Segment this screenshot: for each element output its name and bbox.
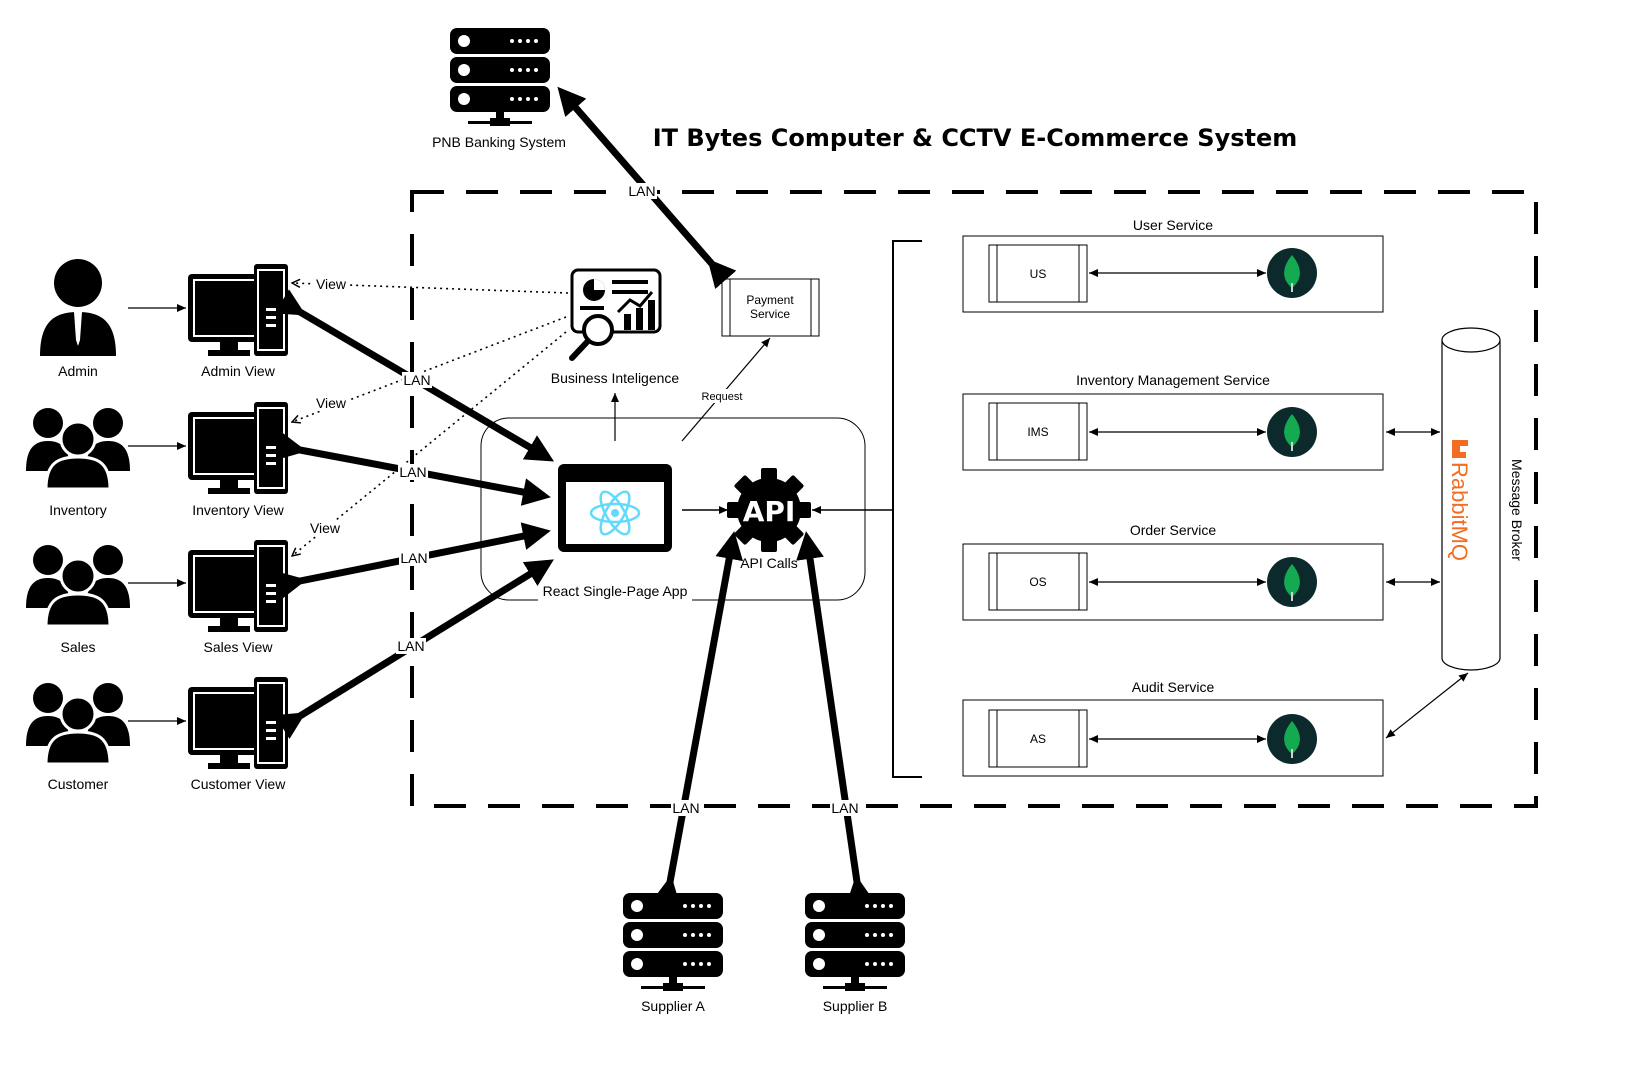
api-calls-label: API Calls — [740, 555, 798, 571]
supplier-b-label: Supplier B — [823, 998, 888, 1014]
admin-user — [40, 259, 116, 356]
api-gear-icon: API — [727, 468, 811, 552]
view-label-customer: Customer View — [191, 776, 287, 792]
bank-server-icon — [450, 28, 550, 126]
lan-label-customer: LAN — [397, 638, 424, 654]
bi-view-arrows — [292, 283, 569, 556]
service-name-audit: Audit Service — [1132, 679, 1215, 695]
user-to-view-arrows — [128, 304, 186, 725]
service-name-inventory: Inventory Management Service — [1076, 372, 1270, 388]
view-label-sales: Sales View — [203, 639, 273, 655]
service-abbr-user: US — [1030, 267, 1047, 281]
rabbitmq-label: RabbitMQ — [1447, 462, 1472, 561]
supplier-b-server-icon — [805, 893, 905, 991]
message-broker-cylinder — [1441, 327, 1501, 671]
view-label-1: View — [316, 276, 347, 292]
service-abbr-audit: AS — [1030, 732, 1046, 746]
supplier-a-label: Supplier A — [641, 998, 705, 1014]
service-name-user: User Service — [1133, 217, 1213, 233]
service-name-order: Order Service — [1130, 522, 1217, 538]
mongodb-icon — [1267, 714, 1317, 764]
broker-arrows — [1385, 428, 1469, 739]
customer-group-icon — [24, 681, 132, 766]
lan-label-supplier-b: LAN — [831, 800, 858, 816]
business-intelligence-icon — [569, 268, 662, 361]
lan-labels: LAN LAN LAN LAN LAN LAN LAN — [396, 183, 860, 816]
lan-label-bank: LAN — [628, 183, 655, 199]
mongodb-icon — [1267, 248, 1317, 298]
react-app-label: React Single-Page App — [543, 583, 688, 599]
inventory-view-pc-icon — [187, 401, 289, 495]
customer-view-pc-icon — [187, 676, 289, 770]
sales-group-icon — [24, 543, 132, 628]
bi-label: Business Inteligence — [551, 370, 680, 386]
payment-service-label-1: Payment — [746, 293, 794, 307]
view-label-3: View — [310, 520, 341, 536]
system-boundary — [410, 190, 1538, 808]
service-inventory: Inventory Management Service IMS — [962, 372, 1384, 471]
diagram-title: IT Bytes Computer & CCTV E-Commerce Syst… — [653, 124, 1298, 152]
admin-view-pc-icon — [187, 263, 289, 357]
inventory-group-icon — [24, 406, 132, 491]
request-label: Request — [702, 391, 743, 403]
service-abbr-inventory: IMS — [1027, 425, 1048, 439]
mongodb-icon — [1267, 407, 1317, 457]
admin-person-icon — [54, 259, 102, 307]
sales-view-pc-icon — [187, 539, 289, 633]
react-browser-icon — [558, 464, 672, 552]
service-abbr-order: OS — [1029, 575, 1046, 589]
user-label-sales: Sales — [60, 639, 95, 655]
payment-service-label-2: Service — [750, 307, 790, 321]
lan-label-sales: LAN — [400, 550, 427, 566]
payment-service-box — [721, 278, 820, 337]
service-user: User Service US — [962, 217, 1384, 313]
view-label-inventory: Inventory View — [192, 502, 284, 518]
user-label-inventory: Inventory — [49, 502, 107, 518]
services-bracket — [892, 240, 922, 778]
lan-label-admin: LAN — [403, 372, 430, 388]
user-label-customer: Customer — [48, 776, 109, 792]
api-logo-text: API — [743, 495, 796, 528]
bank-label: PNB Banking System — [432, 134, 566, 150]
view-label-admin: Admin View — [201, 363, 276, 379]
message-broker-label: Message Broker — [1509, 459, 1525, 561]
view-label-2: View — [316, 395, 347, 411]
service-order: Order Service OS — [962, 522, 1384, 621]
lan-label-supplier-a: LAN — [672, 800, 699, 816]
rabbitmq-logo: RabbitMQ — [1447, 440, 1472, 561]
mongodb-icon — [1267, 557, 1317, 607]
user-label-admin: Admin — [58, 363, 98, 379]
supplier-a-server-icon — [623, 893, 723, 991]
lan-label-inventory: LAN — [399, 464, 426, 480]
service-audit: Audit Service AS — [962, 679, 1384, 777]
